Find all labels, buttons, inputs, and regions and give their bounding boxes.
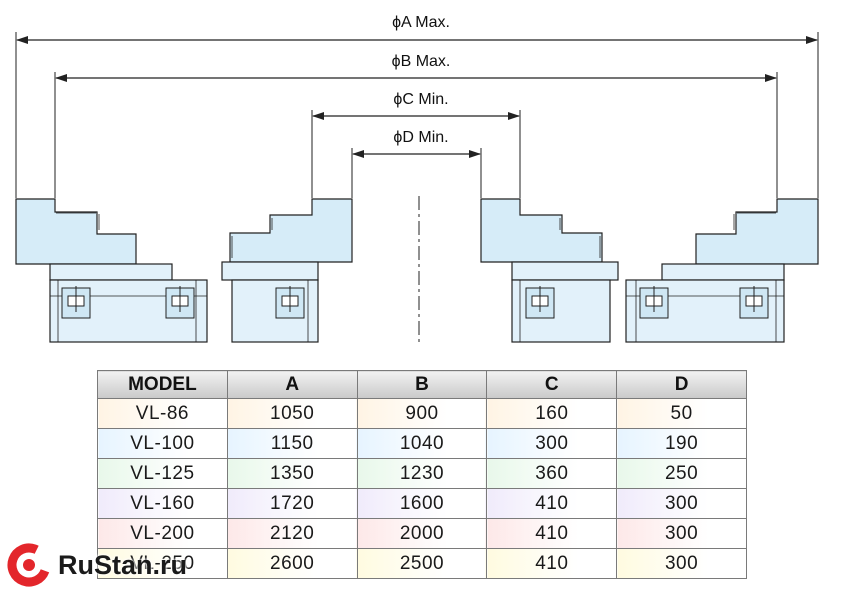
chuck-jaw-diagram: ϕA Max. ϕB Max. ϕC Min. ϕD Min. bbox=[15, 14, 819, 345]
table-row: VL-125 1350 1230 360 250 bbox=[97, 458, 747, 489]
cell-a: 1720 bbox=[226, 488, 358, 519]
rustan-watermark[interactable]: RuStan.ru bbox=[6, 541, 187, 589]
cell-c: 360 bbox=[486, 458, 618, 489]
cell-model: VL-100 bbox=[97, 428, 228, 459]
cell-b: 1040 bbox=[356, 428, 488, 459]
dimension-c-label: ϕC Min. bbox=[393, 91, 448, 108]
cell-d: 250 bbox=[616, 458, 747, 489]
table-row: VL-250 2600 2500 410 300 bbox=[97, 548, 747, 579]
cell-a: 1150 bbox=[226, 428, 358, 459]
cell-a: 2120 bbox=[226, 518, 358, 549]
header-c: C bbox=[486, 370, 618, 399]
table-row: VL-86 1050 900 160 50 bbox=[97, 398, 747, 429]
dimension-a: ϕA Max. bbox=[15, 14, 819, 198]
rustan-logo-icon bbox=[7, 543, 51, 587]
header-d: D bbox=[616, 370, 747, 399]
cell-a: 1050 bbox=[226, 398, 358, 429]
chuck-body-inner-right bbox=[511, 261, 619, 343]
dimension-d-label: ϕD Min. bbox=[393, 129, 448, 146]
cell-b: 1230 bbox=[356, 458, 488, 489]
cell-d: 300 bbox=[616, 488, 747, 519]
dimension-b: ϕB Max. bbox=[54, 53, 778, 198]
cell-a: 1350 bbox=[226, 458, 358, 489]
table-header-row: MODEL A B C D bbox=[97, 370, 747, 399]
jaw-outer-right bbox=[695, 198, 819, 265]
cell-model: VL-200 bbox=[97, 518, 228, 549]
cell-d: 50 bbox=[616, 398, 747, 429]
cell-c: 160 bbox=[486, 398, 618, 429]
table-row: VL-160 1720 1600 410 300 bbox=[97, 488, 747, 519]
table-row: VL-200 2120 2000 410 300 bbox=[97, 518, 747, 549]
cell-d: 300 bbox=[616, 518, 747, 549]
chuck-body-outer-left bbox=[49, 263, 208, 343]
cell-d: 300 bbox=[616, 548, 747, 579]
cell-c: 410 bbox=[486, 518, 618, 549]
cell-c: 410 bbox=[486, 488, 618, 519]
dimension-d: ϕD Min. bbox=[351, 129, 482, 198]
cell-b: 2500 bbox=[356, 548, 488, 579]
cell-c: 410 bbox=[486, 548, 618, 579]
jaw-inner-right bbox=[480, 198, 603, 263]
cell-b: 2000 bbox=[356, 518, 488, 549]
header-b: B bbox=[356, 370, 488, 399]
header-model: MODEL bbox=[97, 370, 228, 399]
cell-c: 300 bbox=[486, 428, 618, 459]
jaw-outer-left bbox=[15, 198, 137, 265]
cell-model: VL-160 bbox=[97, 488, 228, 519]
cell-a: 2600 bbox=[226, 548, 358, 579]
dimension-c: ϕC Min. bbox=[311, 91, 521, 198]
dimension-b-label: ϕB Max. bbox=[392, 53, 451, 70]
watermark-text: RuStan.ru bbox=[58, 549, 188, 580]
cell-model: VL-125 bbox=[97, 458, 228, 489]
cell-b: 900 bbox=[356, 398, 488, 429]
cell-d: 190 bbox=[616, 428, 747, 459]
cell-model: VL-86 bbox=[97, 398, 228, 429]
spec-table: MODEL A B C D VL-86 1050 900 160 50 VL-1… bbox=[97, 370, 747, 579]
chuck-body-outer-right bbox=[625, 263, 785, 343]
cell-b: 1600 bbox=[356, 488, 488, 519]
chuck-body-inner-left bbox=[221, 261, 319, 343]
table-row: VL-100 1150 1040 300 190 bbox=[97, 428, 747, 459]
jaw-inner-left bbox=[229, 198, 353, 263]
dimension-a-label: ϕA Max. bbox=[392, 14, 450, 31]
cell-model: VL-250 bbox=[97, 548, 228, 579]
header-a: A bbox=[226, 370, 358, 399]
